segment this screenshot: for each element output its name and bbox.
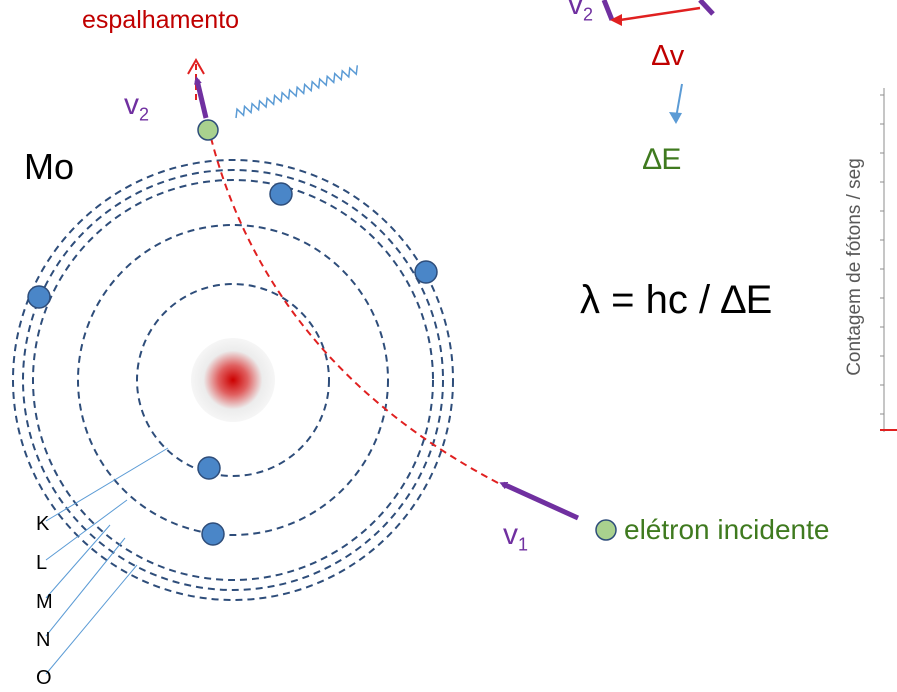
shell-leader-lines bbox=[45, 447, 169, 675]
orbit-k bbox=[136, 283, 330, 477]
delta-v-vector bbox=[619, 6, 701, 22]
orbit-o bbox=[12, 159, 454, 601]
v1-label: v1 bbox=[503, 518, 528, 555]
orbital-electrons bbox=[27, 182, 438, 546]
delta-v-arrowhead bbox=[610, 14, 622, 26]
v2-top-symbol: v bbox=[568, 0, 583, 21]
spectrum-y-axis-label: Contagem de fótons / seg bbox=[844, 158, 865, 376]
v2-subscript: 2 bbox=[139, 104, 150, 125]
delta-v-label: ∆v bbox=[652, 40, 685, 72]
shell-label-n: N bbox=[36, 629, 51, 651]
orbit-l bbox=[77, 224, 389, 536]
shell-label-m: M bbox=[36, 591, 53, 613]
spectrum-y-axis bbox=[880, 88, 885, 432]
incident-electron bbox=[595, 519, 617, 541]
vector-v2-top bbox=[601, 0, 615, 21]
element-label: Mo bbox=[24, 146, 75, 187]
delta-v-to-energy-arrow bbox=[675, 83, 683, 119]
scattered-electron bbox=[197, 119, 219, 141]
formula-label: λ = hc / ∆E bbox=[580, 278, 773, 322]
v2-top-label: v2 bbox=[568, 0, 593, 25]
scattering-label: espalhamento bbox=[82, 6, 240, 34]
nucleus bbox=[191, 338, 275, 422]
v2-label: v2 bbox=[124, 88, 149, 125]
photon-wave bbox=[235, 65, 359, 119]
orbit-m bbox=[32, 179, 434, 581]
electron bbox=[27, 285, 51, 309]
vector-v1-top bbox=[698, 0, 715, 16]
shell-label-o: O bbox=[36, 667, 52, 689]
orbit-shells bbox=[12, 159, 454, 601]
delta-e-label: ∆E bbox=[643, 143, 682, 176]
electron bbox=[269, 182, 293, 206]
electron bbox=[197, 456, 221, 480]
electron bbox=[201, 522, 225, 546]
v1-arrow bbox=[499, 481, 580, 521]
shell-label-l: L bbox=[36, 552, 48, 574]
v1-subscript: 1 bbox=[518, 534, 529, 555]
incident-electron-label: elétron incidente bbox=[624, 514, 830, 545]
electron-trajectory bbox=[208, 129, 499, 484]
orbit-n bbox=[22, 169, 444, 591]
shell-label-k: K bbox=[36, 513, 50, 535]
electron bbox=[414, 260, 438, 284]
v2-arrow bbox=[194, 76, 209, 119]
v2-top-subscript: 2 bbox=[583, 4, 594, 25]
v2-symbol: v bbox=[124, 88, 139, 121]
v1-symbol: v bbox=[503, 518, 518, 551]
energy-arrowhead bbox=[669, 112, 682, 124]
scattering-arrowhead bbox=[187, 57, 205, 75]
